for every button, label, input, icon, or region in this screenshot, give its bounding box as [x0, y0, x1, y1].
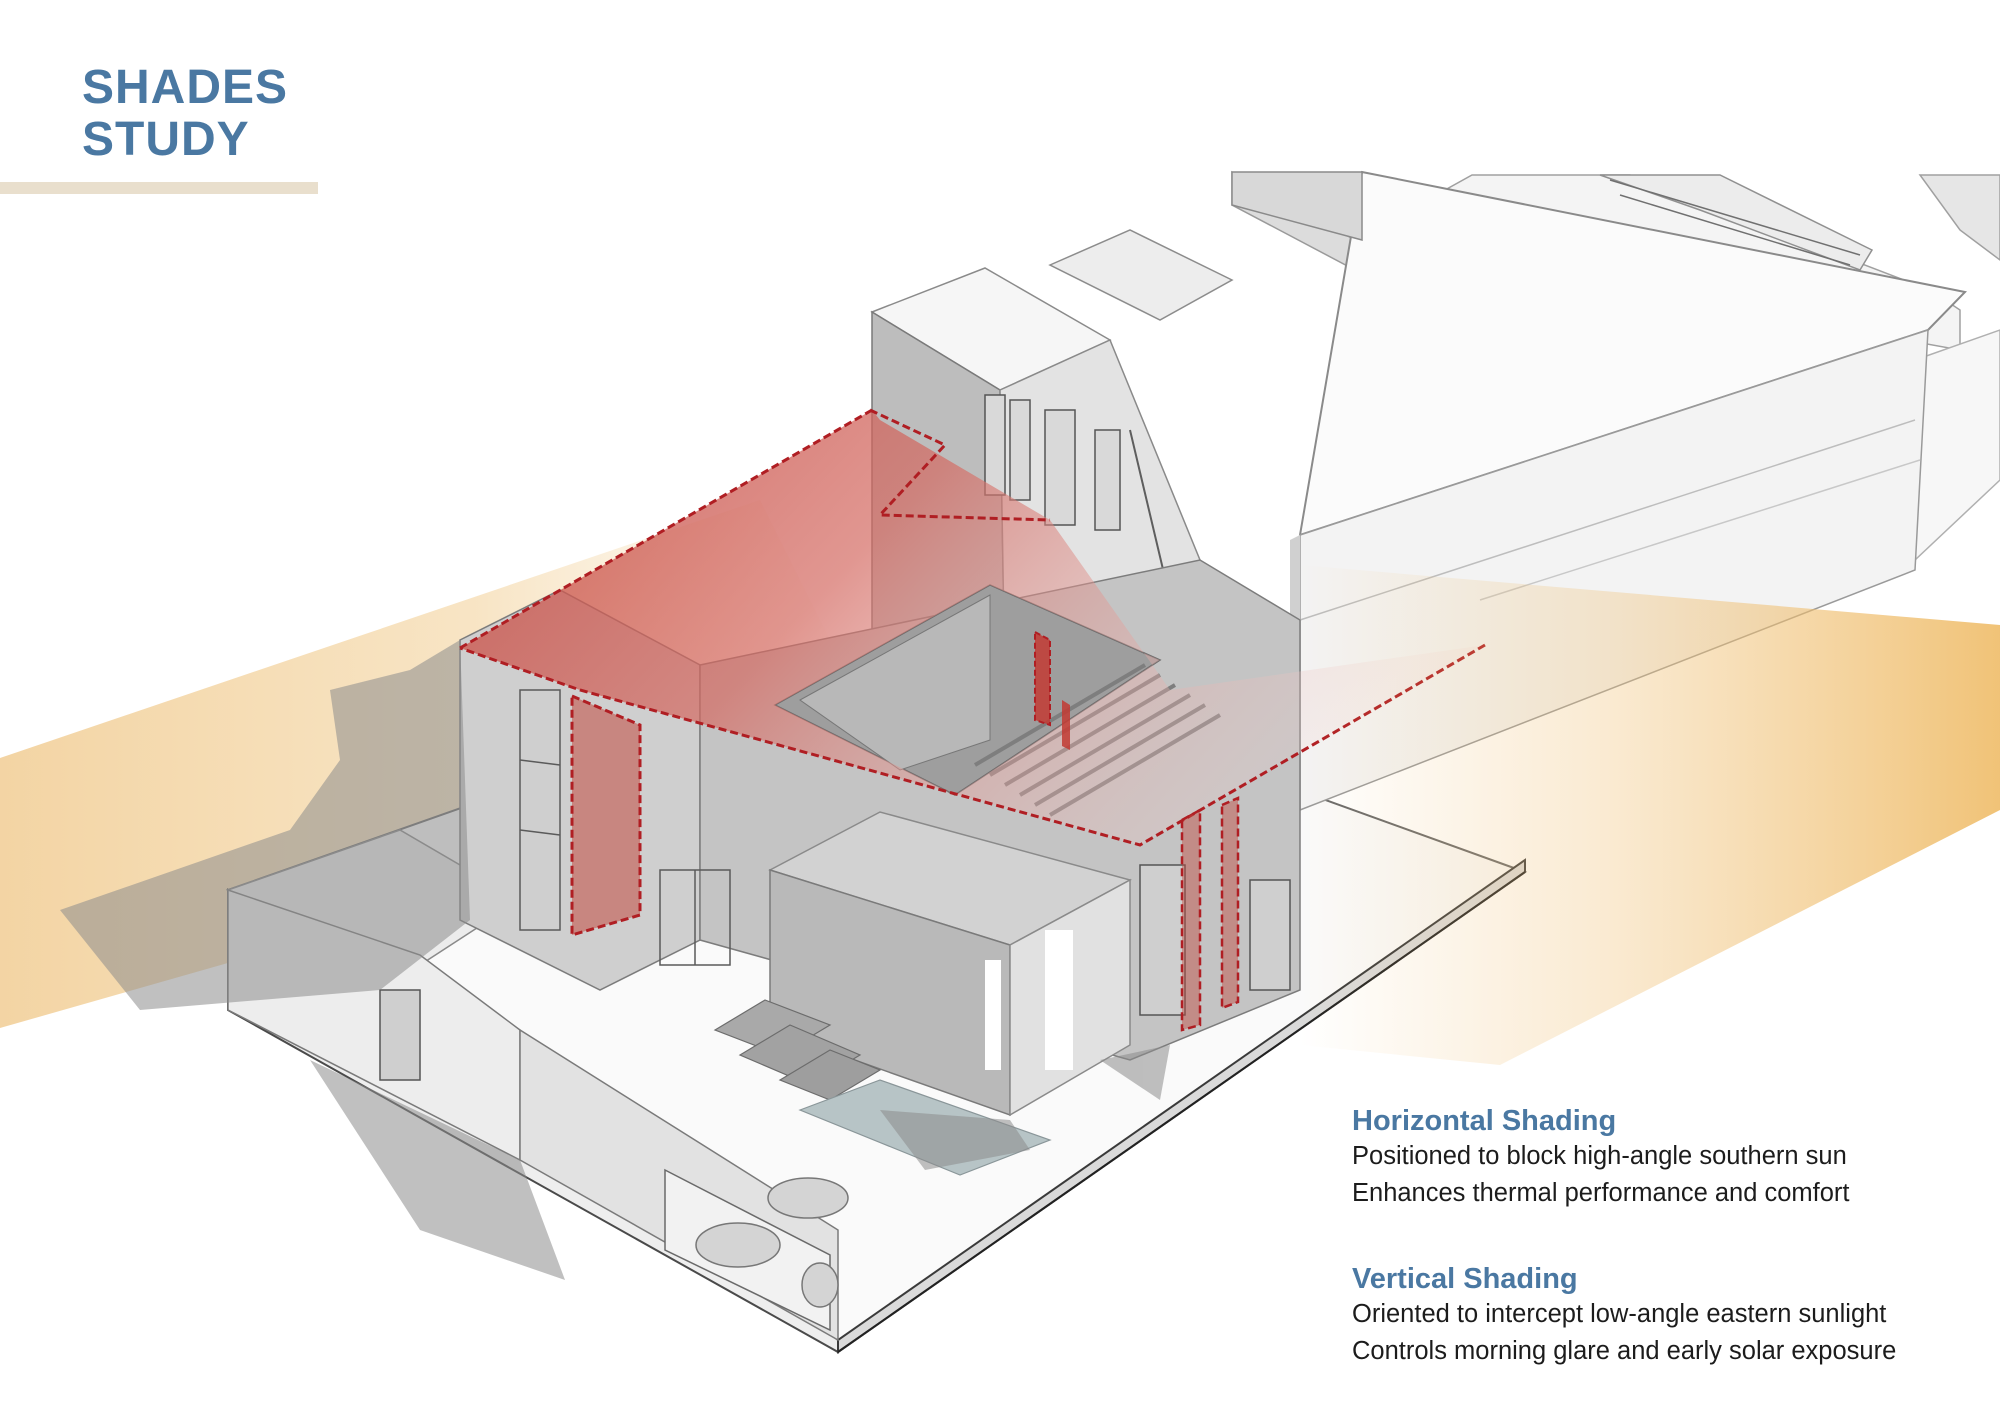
title-underline — [0, 182, 318, 194]
legend-horizontal-line-1: Positioned to block high-angle southern … — [1352, 1142, 1847, 1170]
car-icon — [695, 1177, 849, 1308]
legend-vertical-shading: Vertical Shading Oriented to intercept l… — [1352, 1262, 1896, 1370]
legend-horizontal-line-2: Enhances thermal performance and comfort — [1352, 1179, 1850, 1207]
title-line-1: SHADES — [82, 61, 289, 114]
sun-band-right — [1300, 565, 2000, 1065]
vertical-shading — [570, 630, 1240, 1032]
legend-vertical-line-1: Oriented to intercept low-angle eastern … — [1352, 1300, 1887, 1328]
cast-shadows — [60, 640, 1170, 1280]
diagram-title: SHADES STUDY — [82, 62, 288, 166]
legend-vertical-line-2: Controls morning glare and early solar e… — [1352, 1337, 1897, 1365]
legend-vertical-heading: Vertical Shading — [1352, 1263, 1578, 1295]
legend-horizontal-heading: Horizontal Shading — [1352, 1105, 1617, 1137]
title-line-2: STUDY — [82, 113, 250, 166]
legend-horizontal-shading: Horizontal Shading Positioned to block h… — [1352, 1104, 1850, 1212]
